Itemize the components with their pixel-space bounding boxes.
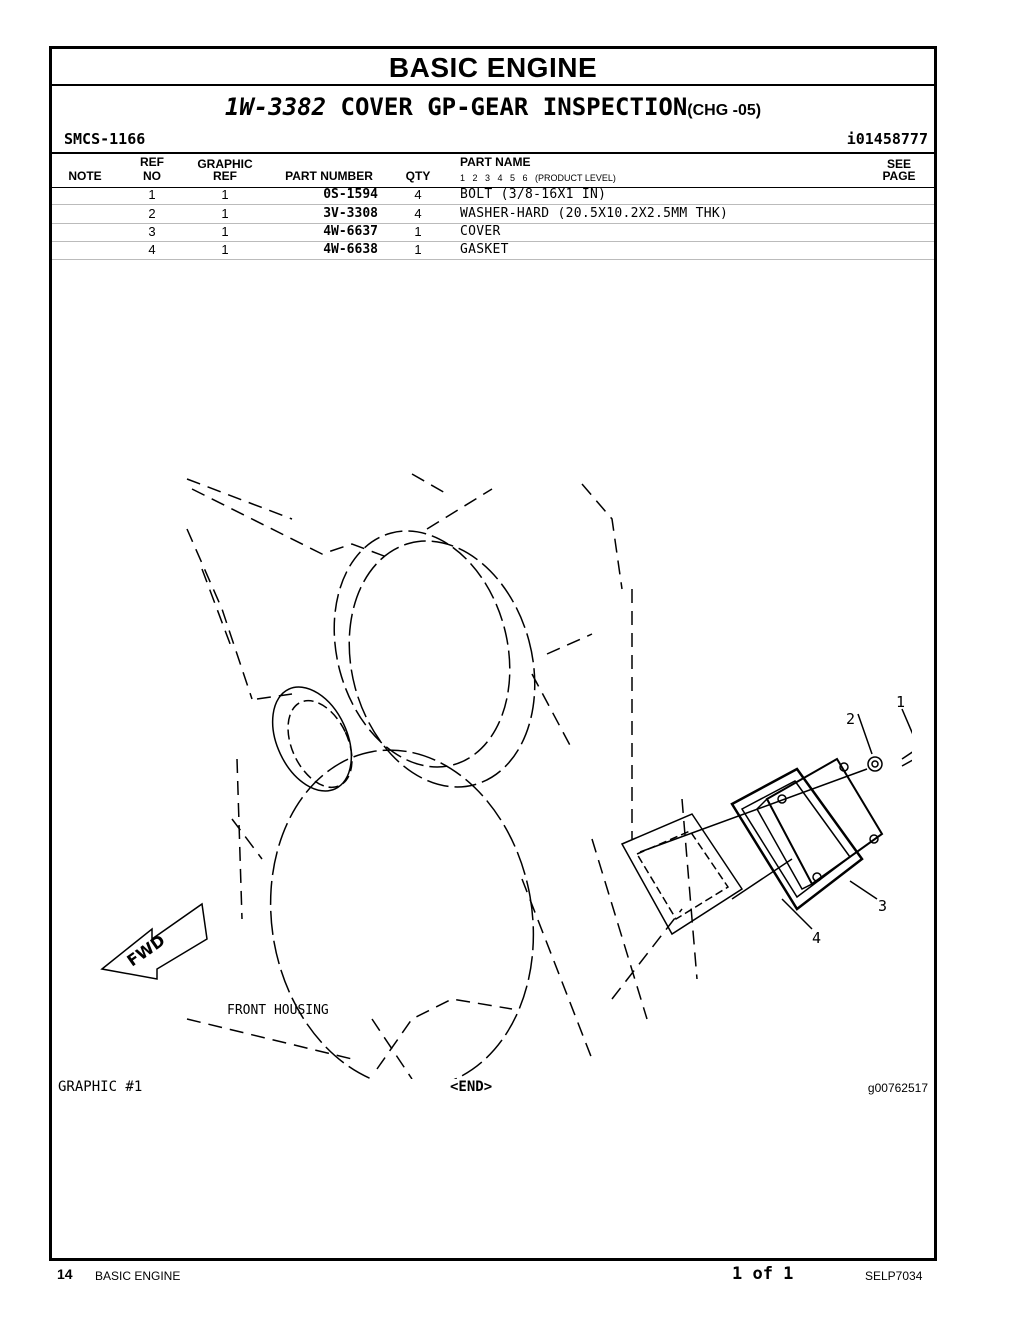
document-identifier: i01458777 [846,130,928,148]
table-row: 4 1 4W-6638 1 GASKET [52,241,934,260]
leader-2 [857,713,873,755]
ref-no: 4 [148,242,156,257]
exploded-view-graphic: 2 1 3 4 FWD FRONT HOUSING [100,473,912,1079]
graphic-id: g00762517 [867,1081,928,1095]
front-housing-outline [186,473,698,1079]
housing-label: FRONT HOUSING [227,1003,329,1018]
leader-1 [901,708,912,735]
col-graphic-top: GRAPHIC [197,157,253,171]
ref-no: 1 [148,187,156,202]
qty: 1 [414,242,422,257]
group-part-number: 1W-3382 [224,93,327,121]
upper-bore-rim [348,540,536,788]
col-product-level: 1 2 3 4 5 6 (PRODUCT LEVEL) [460,173,616,183]
bolt-shank [901,751,912,767]
col-see-bottom: PAGE [882,169,916,183]
col-see-top: SEE [886,157,911,171]
publication-id: SELP7034 [865,1269,923,1283]
group-description: COVER GP-GEAR INSPECTION [340,93,688,121]
col-qty: QTY [405,169,431,183]
callout-2: 2 [846,710,855,728]
leader-3 [849,880,878,900]
gasket [730,767,864,911]
part-number: 4W-6637 [323,224,378,239]
washer-hole [871,760,879,768]
part-number: 4W-6638 [323,242,378,257]
qty: 1 [414,224,422,239]
col-ref-top: REF [140,155,164,169]
table-row: 3 1 4W-6637 1 COVER [52,223,934,242]
col-note: NOTE [68,169,102,183]
footer-section: BASIC ENGINE [95,1269,181,1283]
part-name: GASKET [460,242,509,257]
inspection-opening-inner [635,830,730,921]
col-part-number: PART NUMBER [285,169,373,183]
smcs-code: SMCS-1166 [64,130,146,148]
page-title: BASIC ENGINE [52,49,934,86]
washer [867,756,883,772]
qty: 4 [414,206,422,221]
fwd-arrow-icon [100,902,208,980]
side-hub-inner [287,699,353,789]
graphic-ref: 1 [221,242,229,257]
col-part-name: PART NAME [460,155,531,169]
table-row: 1 1 0S-1594 4 BOLT (3/8-16X1 IN) [52,186,934,205]
fwd-label: FWD [123,931,168,971]
callout-3: 3 [878,897,887,915]
part-name: WASHER-HARD (20.5X10.2X2.5MM THK) [460,206,729,221]
part-number: 0S-1594 [323,187,378,202]
inspection-opening [620,813,744,936]
ref-no: 3 [148,224,156,239]
cover-hole [839,762,849,772]
part-name: BOLT (3/8-16X1 IN) [460,187,607,202]
part-name: COVER [460,224,501,239]
assembly-line [639,768,868,853]
parts-table-header: NOTE REF NO GRAPHIC REF PART NUMBER QTY … [52,152,934,188]
side-hub [271,686,353,792]
part-number: 3V-3308 [323,206,378,221]
col-graphic-bottom: REF [213,169,237,183]
upper-bore [333,530,511,768]
graphic-ref: 1 [221,224,229,239]
table-row: 2 1 3V-3308 4 WASHER-HARD (20.5X10.2X2.5… [52,205,934,224]
qty: 4 [414,187,422,202]
cover-hole [869,834,879,844]
group-title: 1W-3382 COVER GP-GEAR INSPECTION(CHG -05… [52,93,934,121]
cover-edge [756,797,814,890]
page-frame: BASIC ENGINE 1W-3382 COVER GP-GEAR INSPE… [49,46,937,1261]
graphic-ref: 1 [221,187,229,202]
callout-1: 1 [896,693,905,711]
ref-no: 2 [148,206,156,221]
lower-bore [269,749,535,1079]
callout-4: 4 [812,929,821,947]
graphic-ref: 1 [221,206,229,221]
col-ref-bottom: NO [143,169,161,183]
page-of: 1 of 1 [732,1264,794,1284]
end-marker: <END> [450,1079,493,1095]
graphic-label: GRAPHIC #1 [58,1079,143,1095]
leader-4 [781,898,813,930]
assembly-line [731,858,793,900]
page-number: 14 [57,1266,73,1282]
change-level: (CHG -05) [687,102,762,119]
cover-hole [812,872,822,882]
